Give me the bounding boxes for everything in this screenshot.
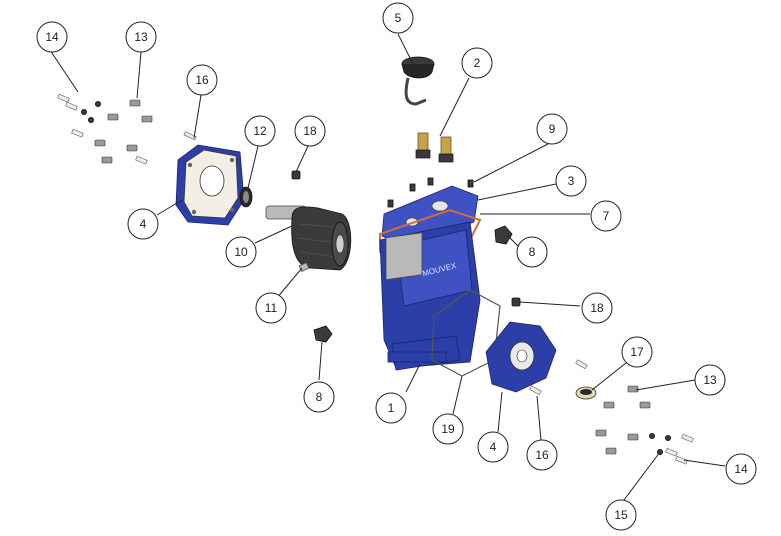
callout-7: 7 (590, 200, 622, 232)
callout-8-right-label: 8 (529, 245, 536, 259)
callout-9-label: 9 (549, 122, 556, 136)
right-end-cover (485, 321, 557, 393)
dowel-pin-right-2 (575, 359, 588, 370)
callout-14-right: 14 (725, 453, 757, 485)
callout-8-left-label: 8 (316, 390, 323, 404)
callout-12-label: 12 (253, 124, 267, 138)
callout-8-right: 8 (516, 236, 548, 268)
callout-14-left-label: 14 (45, 30, 59, 44)
callout-13-right: 13 (694, 364, 726, 396)
callout-18-upper-label: 18 (303, 124, 317, 138)
callout-16-right: 16 (526, 439, 558, 471)
lip-seal (239, 186, 253, 208)
drain-plug-left (313, 325, 333, 343)
callout-14-left: 14 (36, 21, 68, 53)
callout-11: 11 (255, 292, 287, 324)
callout-15-label: 15 (614, 508, 628, 522)
callout-4-left: 4 (127, 208, 159, 240)
callout-1: 1 (375, 392, 407, 424)
drain-plug-right (494, 225, 513, 245)
right-fastener-set (595, 385, 694, 465)
right-seal (575, 386, 597, 400)
callout-13-right-label: 13 (703, 373, 717, 387)
callout-9: 9 (536, 113, 568, 145)
dowel-pin (183, 131, 197, 141)
callout-15: 15 (605, 499, 637, 531)
pump-housing (379, 221, 481, 371)
callout-4-left-label: 4 (140, 217, 147, 231)
callout-3-label: 3 (568, 174, 575, 188)
callout-17-label: 17 (630, 345, 644, 359)
callout-3: 3 (555, 165, 587, 197)
callout-16-right-label: 16 (535, 448, 549, 462)
callout-8-left: 8 (303, 381, 335, 413)
callout-5: 5 (382, 2, 414, 34)
callout-18-lower-label: 18 (590, 301, 604, 315)
callout-2-label: 2 (474, 56, 481, 70)
rotor-shaft-assembly (265, 205, 352, 272)
leader-lines (49, 33, 726, 501)
callout-7-label: 7 (603, 209, 610, 223)
callout-10: 10 (225, 236, 257, 268)
callout-13-left: 13 (125, 21, 157, 53)
callout-10-label: 10 (234, 245, 248, 259)
callout-1-label: 1 (388, 401, 395, 415)
callout-17: 17 (621, 336, 653, 368)
callout-4-right-label: 4 (490, 440, 497, 454)
callout-2: 2 (461, 47, 493, 79)
plug-fitting-upper (291, 170, 301, 180)
callout-14-right-label: 14 (734, 462, 748, 476)
callout-18-upper: 18 (294, 115, 326, 147)
plug-fitting-lower (511, 297, 521, 307)
callout-4-right: 4 (477, 431, 509, 463)
dowel-pin-right (529, 385, 542, 396)
callout-16-left: 16 (186, 64, 218, 96)
callout-13-left-label: 13 (134, 30, 148, 44)
left-fastener-set (57, 93, 153, 165)
callout-18-lower: 18 (581, 292, 613, 324)
callout-16-left-label: 16 (195, 73, 209, 87)
callout-12: 12 (244, 115, 276, 147)
relief-valve-cap (401, 56, 435, 106)
callout-19-label: 19 (441, 422, 455, 436)
cover-screws (387, 177, 474, 208)
callout-19: 19 (432, 413, 464, 445)
callout-11-label: 11 (265, 301, 278, 315)
left-end-cover (175, 144, 245, 226)
callout-5-label: 5 (395, 11, 402, 25)
inlet-fittings (415, 132, 454, 163)
